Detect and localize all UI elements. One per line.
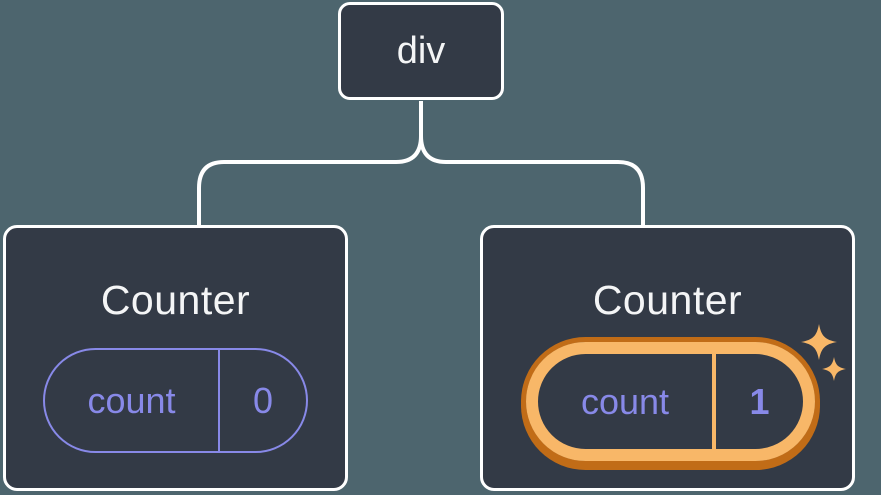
sparkle-large-icon bbox=[801, 324, 837, 360]
sparkle-icon bbox=[801, 324, 846, 381]
connector-branch-left bbox=[197, 101, 423, 227]
state-key-right: count bbox=[580, 380, 670, 422]
counter-node-right: Counter count 1 bbox=[480, 225, 855, 491]
state-pill-right-highlighted: count 1 bbox=[526, 342, 815, 461]
counter-left-title: Counter bbox=[100, 277, 251, 323]
state-pill-left: count 0 bbox=[43, 348, 308, 453]
root-node-div: div bbox=[338, 2, 504, 100]
state-key-left: count bbox=[87, 379, 176, 421]
state-value-right: 1 bbox=[712, 354, 803, 449]
sparkle-small-icon bbox=[822, 357, 846, 381]
connector-branch-right bbox=[419, 135, 645, 227]
counter-node-left: Counter count 0 bbox=[3, 225, 348, 491]
root-node-label: div bbox=[396, 29, 446, 72]
state-value-left: 0 bbox=[218, 350, 306, 451]
counter-right-title: Counter bbox=[592, 277, 743, 323]
